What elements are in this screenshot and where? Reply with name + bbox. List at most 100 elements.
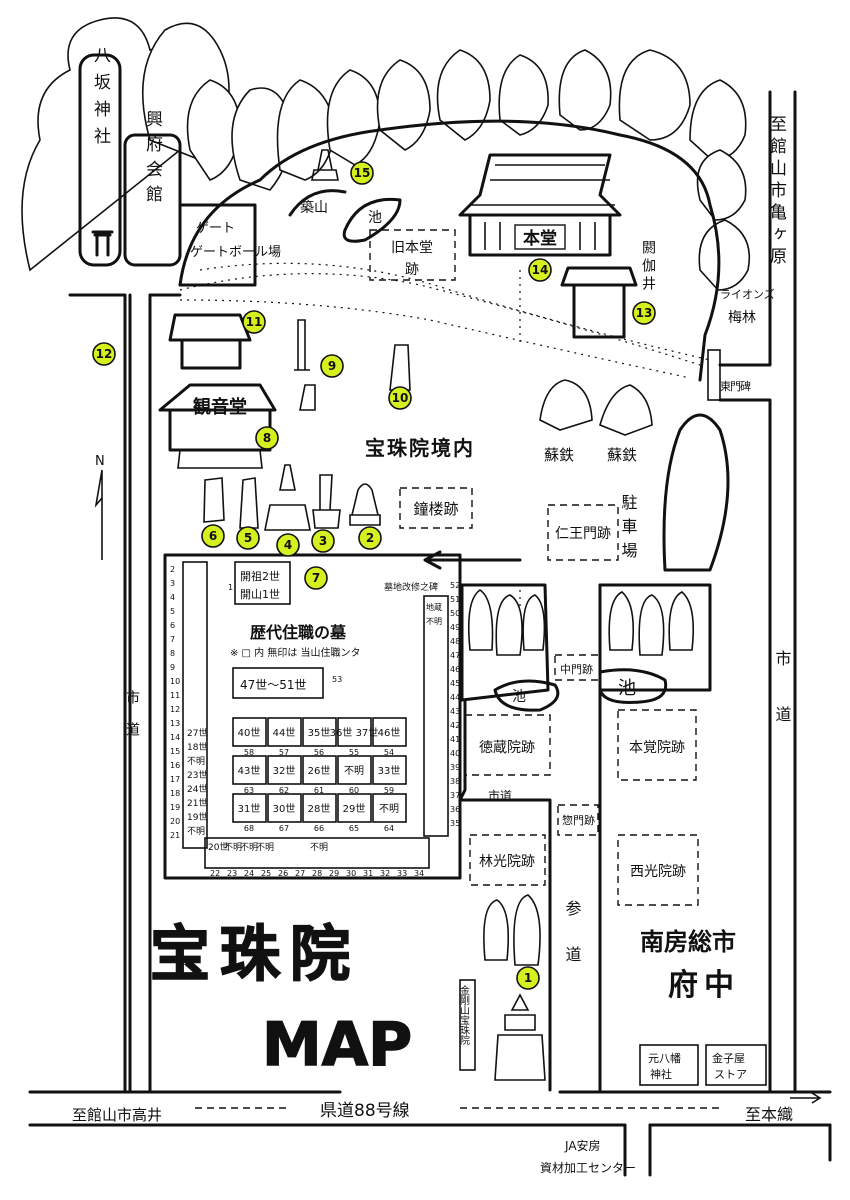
svg-text:駐車場: 駐車場	[619, 494, 638, 566]
grave-bottom-number: 31	[363, 869, 373, 878]
grave-number: 61	[314, 786, 324, 795]
grave-label: 36世 37世	[330, 727, 379, 739]
grave-left-label: 27世	[187, 727, 207, 739]
dotted-path	[179, 262, 711, 640]
svg-text:跡: 跡	[405, 262, 419, 278]
badge-10: 10	[388, 386, 412, 410]
grave-right-number: 36	[450, 805, 460, 814]
svg-text:開山1世: 開山1世	[240, 588, 280, 601]
grave-cell	[232, 717, 267, 747]
grave-number: 63	[244, 786, 254, 795]
old-hondo-site: 旧本堂 跡	[369, 229, 456, 281]
cycad-right: 蘇鉄	[599, 384, 653, 464]
svg-text:12: 12	[96, 347, 113, 361]
grave-left-number: 18	[170, 789, 180, 798]
svg-text:興府会館: 興府会館	[142, 110, 163, 210]
badge-4: 4	[276, 533, 300, 557]
grave-left-number: 13	[170, 719, 180, 728]
tree-pagoda-area: 金剛山宝珠院	[458, 894, 546, 1081]
grave-right-number: 50	[450, 609, 460, 618]
grave-left-number: 2	[170, 565, 175, 574]
grave-left-label: 18世	[187, 741, 207, 753]
badge-3: 3	[311, 529, 335, 553]
grave-label: 28世	[308, 803, 331, 815]
tsukiyama: 築山	[288, 149, 347, 217]
svg-text:市道: 市道	[488, 788, 512, 803]
grave-top-number: 1	[228, 583, 233, 592]
svg-text:墓地改修之碑: 墓地改修之碑	[384, 581, 438, 593]
grave-left-number: 19	[170, 803, 180, 812]
grave-number: 65	[349, 824, 359, 833]
svg-text:1: 1	[524, 971, 532, 985]
sohmon-site: 惣門跡	[557, 804, 599, 836]
grave-left-number: 5	[170, 607, 175, 616]
grave-cell	[337, 717, 372, 747]
grave-right-number: 38	[450, 777, 460, 786]
grave-bottom-number: 34	[414, 869, 424, 878]
svg-text:2: 2	[366, 531, 374, 545]
map-title-map: MAP	[262, 1010, 412, 1080]
map-title-kanji: 宝珠院	[150, 920, 360, 990]
grave-bottom-number: 32	[380, 869, 390, 878]
svg-text:15: 15	[354, 166, 371, 180]
sando: 参道	[563, 900, 582, 992]
svg-text:仁王門跡: 仁王門跡	[555, 526, 611, 542]
grave-bottom-label: 不明	[224, 842, 242, 853]
badge-1: 1	[516, 966, 540, 990]
badge-14: 14	[528, 258, 552, 282]
grave-right-number: 51	[450, 595, 460, 604]
svg-text:5: 5	[244, 531, 252, 545]
svg-text:徳蔵院跡: 徳蔵院跡	[479, 740, 535, 756]
svg-text:東門碑: 東門碑	[720, 380, 751, 393]
grave-right-number: 42	[450, 721, 460, 730]
grave-number: 55	[349, 748, 359, 757]
to-kamegahara: 至館山市亀ヶ原	[766, 115, 787, 269]
grave-label: 30世	[273, 803, 296, 815]
grave-right-number: 45	[450, 679, 460, 688]
svg-text:本堂: 本堂	[523, 228, 557, 249]
svg-text:14: 14	[532, 263, 549, 277]
city-road-mid: 市道	[458, 698, 552, 1092]
ja-label-2: 資材加工センター	[540, 1161, 636, 1175]
grave-label: 46世	[378, 727, 401, 739]
badge-11: 11	[242, 310, 266, 334]
pond-top: 池	[342, 197, 402, 243]
gateball-field: ゲート ゲートボール場	[178, 203, 281, 287]
grave-right-number: 40	[450, 749, 460, 758]
svg-text:53: 53	[332, 675, 342, 684]
prefectural-road-label: 県道88号線	[320, 1101, 410, 1121]
rinkoin-site: 林光院跡	[469, 834, 546, 886]
city-road-right-label: 市道	[773, 650, 792, 762]
badge-8: 8	[255, 426, 279, 450]
monument-10	[389, 344, 411, 391]
chumon-site: 中門跡	[554, 654, 601, 681]
tree-cluster-top	[21, 17, 751, 291]
grave-bottom-label: 不明	[240, 842, 258, 853]
grave-cell	[267, 717, 302, 747]
svg-text:13: 13	[636, 306, 653, 320]
grave-left-number: 6	[170, 621, 175, 630]
grave-left-number: 8	[170, 649, 175, 658]
grave-label: 32世	[273, 765, 296, 777]
niomon-site: 仁王門跡	[547, 504, 619, 561]
grave-left-number: 11	[170, 691, 180, 700]
svg-text:蘇鉄: 蘇鉄	[544, 446, 574, 464]
grave-cell	[337, 755, 372, 785]
grave-left-number: 17	[170, 775, 180, 784]
svg-text:47世～51世: 47世～51世	[240, 678, 307, 692]
grave-cell	[302, 717, 337, 747]
svg-text:元八幡: 元八幡	[648, 1051, 681, 1065]
lions-plum-grove: ライオンズ 梅林	[720, 287, 775, 326]
grave-label: 26世	[308, 765, 331, 777]
grave-number: 56	[314, 748, 324, 757]
grave-bottom-number: 22	[210, 869, 220, 878]
svg-text:歴代住職の墓: 歴代住職の墓	[250, 623, 347, 642]
svg-text:池: 池	[368, 210, 382, 226]
east-arrow	[790, 1092, 822, 1104]
grave-right-label: 地蔵	[426, 602, 442, 612]
minamiboso-label: 南房総市	[640, 928, 736, 956]
saikoin-site: 西光院跡	[617, 834, 699, 906]
grave-cell	[337, 793, 372, 823]
